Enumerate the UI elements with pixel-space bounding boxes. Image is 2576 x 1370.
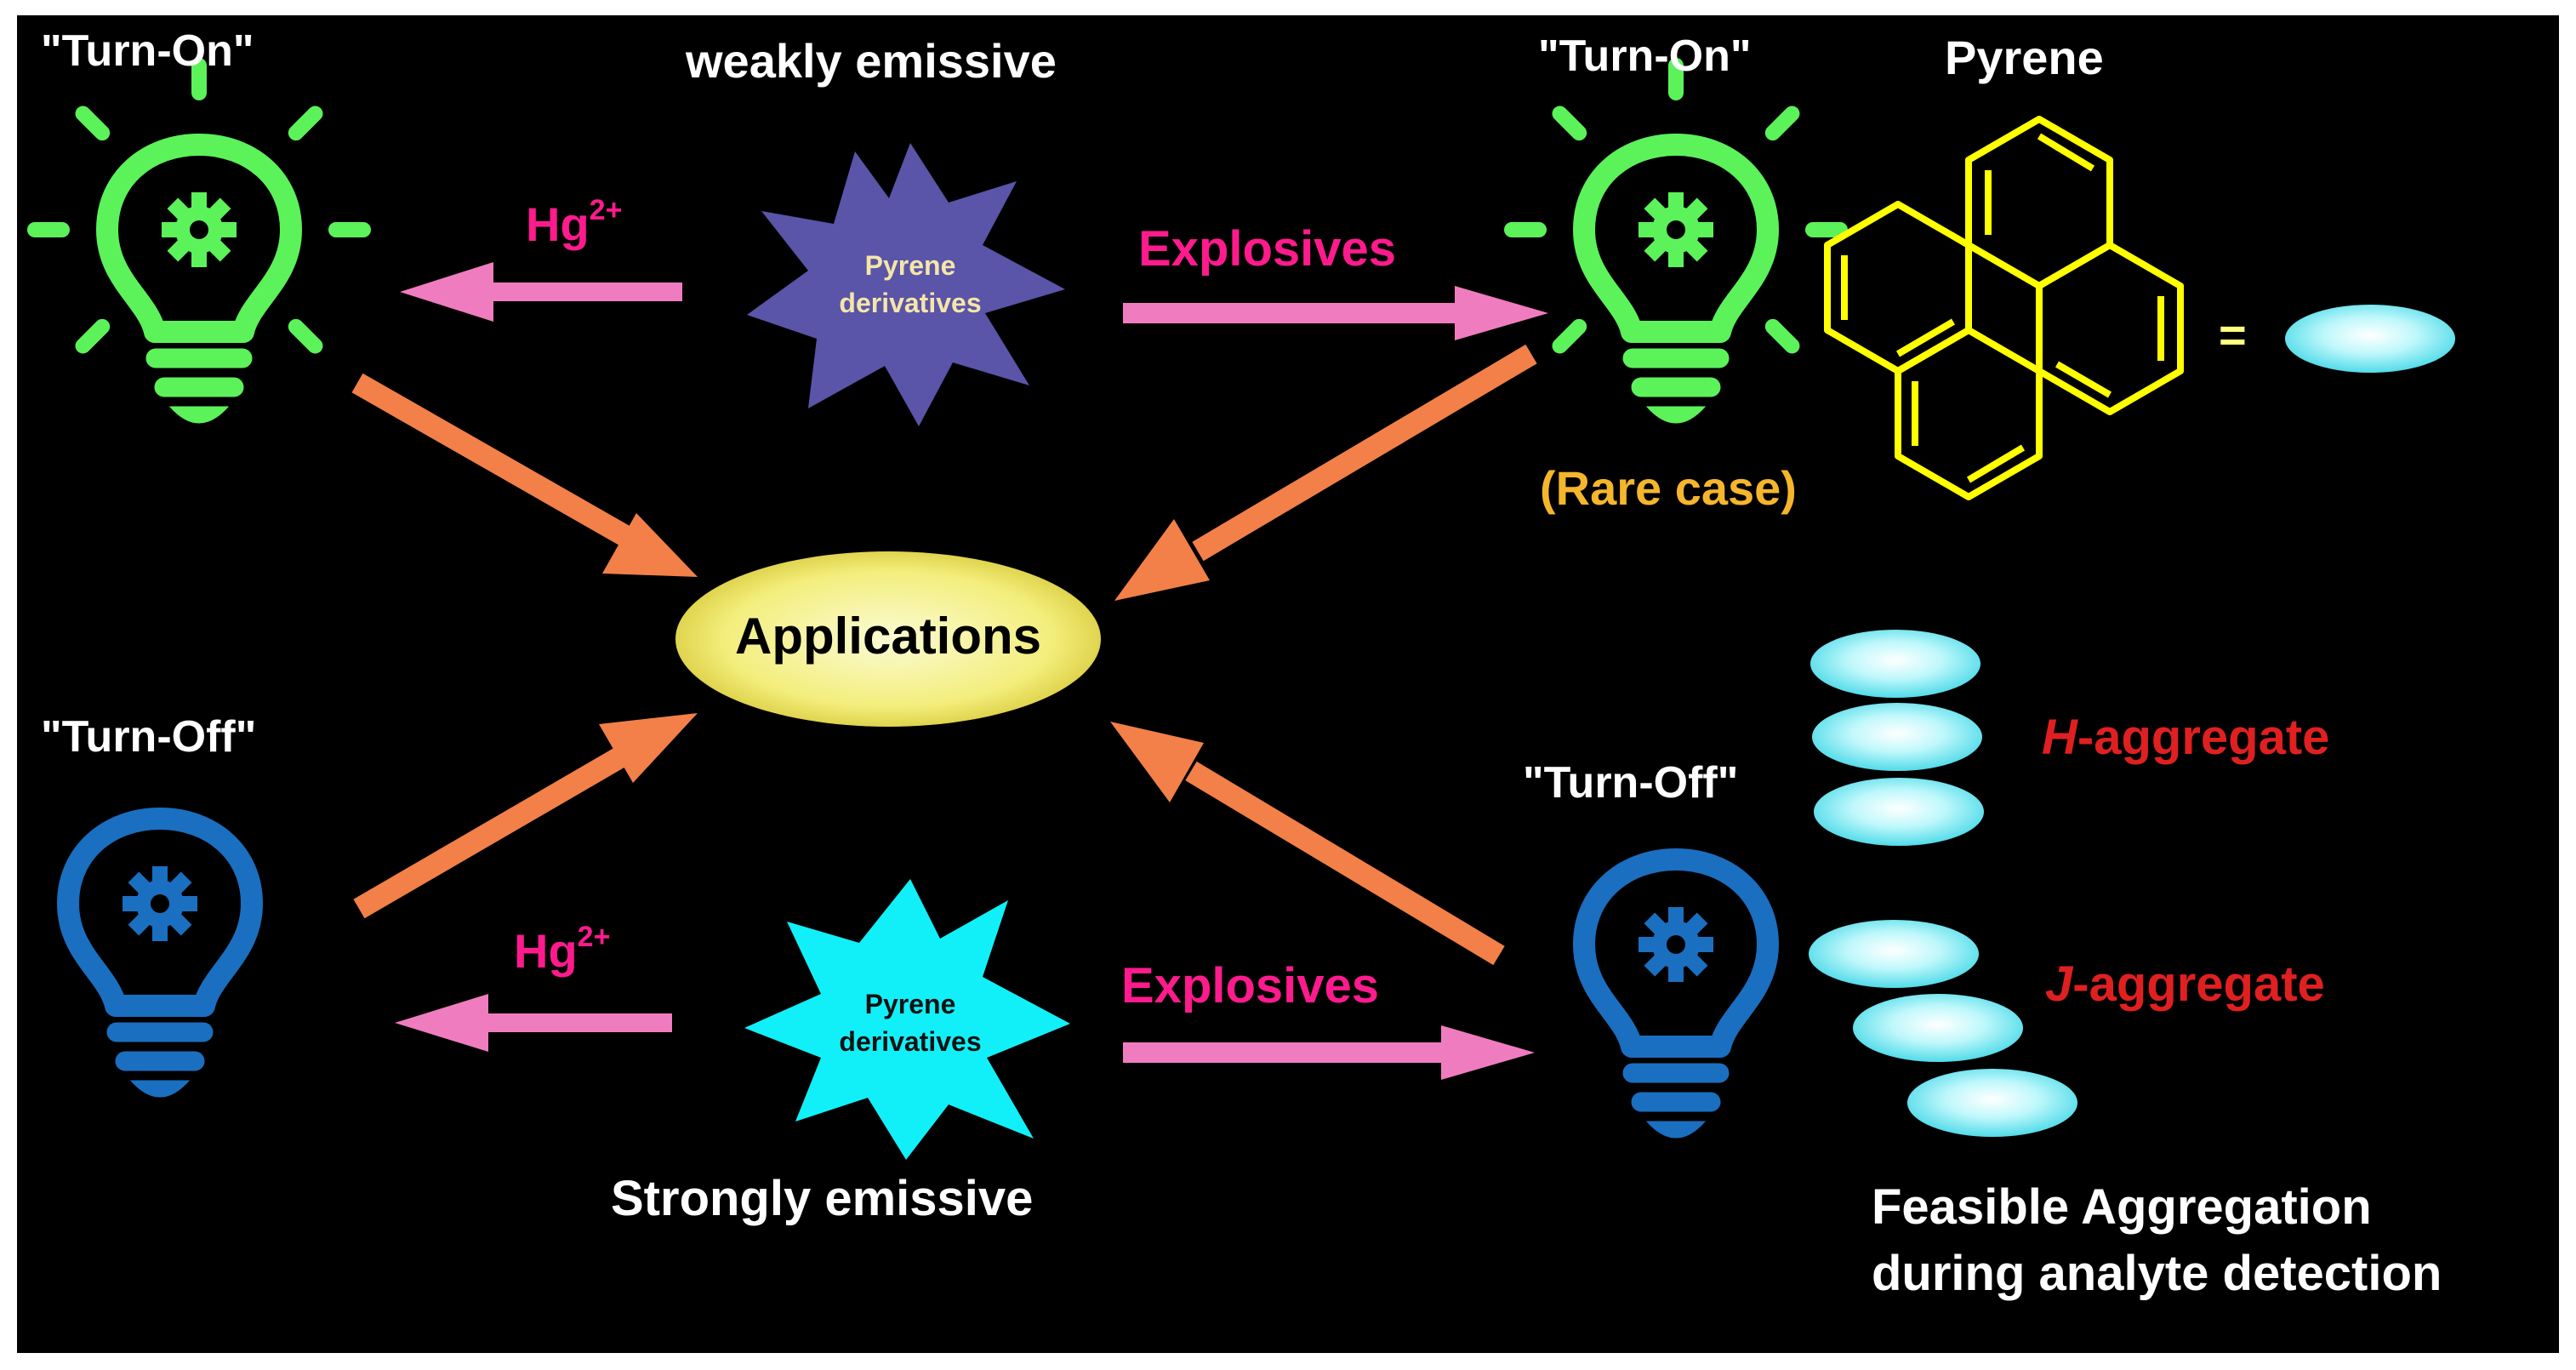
pyrene-ellipses	[1809, 305, 2455, 1137]
h-aggregate-label: H-aggregate	[2042, 713, 2329, 762]
pyrene-title-label: Pyrene	[1945, 31, 2104, 84]
equals-sign: =	[2219, 308, 2247, 362]
hg-bottom-base: Hg	[514, 924, 578, 978]
h-aggregate-ellipse-3	[1814, 778, 1984, 846]
pyrene-derivatives-strong-label: Pyrene derivatives	[783, 985, 1038, 1060]
pyrene-derivatives-strong-line2: derivatives	[839, 1026, 982, 1057]
turn-on-right-label: "Turn-On"	[1538, 31, 1752, 81]
pink-arrows	[395, 262, 1548, 1080]
turn-on-bulb-left-icon	[27, 58, 371, 423]
turn-off-right-label: "Turn-Off"	[1523, 758, 1739, 808]
hg-top-sup: 2+	[589, 194, 623, 226]
hg-arrow-bottom-shaft	[476, 1013, 672, 1032]
j-aggregate-label: J-aggregate	[2045, 960, 2325, 1009]
h-aggregate-italic: H	[2042, 710, 2077, 765]
diagram-graphics	[27, 58, 2455, 1160]
feasible-line2: during analyte detection	[1872, 1246, 2442, 1301]
pyrene-derivatives-weak-line2: derivatives	[839, 288, 982, 318]
feasible-line1: Feasible Aggregation	[1872, 1179, 2372, 1235]
h-aggregate-ellipse-1	[1810, 630, 1980, 698]
hg-bottom-label: Hg2+	[514, 922, 610, 975]
applications-ellipse	[675, 551, 1101, 727]
explosives-top-label: Explosives	[1138, 221, 1397, 277]
explosives-arrow-top-shaft	[1123, 303, 1463, 323]
j-aggregate-ellipse-2	[1853, 994, 2023, 1062]
h-aggregate-suffix: -aggregate	[2077, 710, 2330, 765]
strong-starburst-icon	[744, 879, 1070, 1160]
pyrene-derivatives-weak-line1: Pyrene	[864, 250, 956, 281]
pyrene-derivatives-strong-line1: Pyrene	[864, 989, 956, 1019]
turn-off-left-label: "Turn-Off"	[41, 712, 257, 762]
turn-off-bulb-left-icon	[68, 819, 252, 1097]
j-aggregate-ellipse-1	[1809, 920, 1979, 988]
pyrene-unit-ellipse	[2285, 305, 2455, 373]
explosives-bottom-label: Explosives	[1121, 958, 1380, 1013]
weak-starburst-icon	[747, 143, 1065, 426]
j-aggregate-ellipse-3	[1907, 1069, 2077, 1137]
hg-top-label: Hg2+	[526, 196, 622, 248]
turn-on-bulb-right-icon	[1504, 58, 1848, 423]
hg-arrow-top-shaft	[485, 283, 682, 301]
hg-arrow-top-head	[400, 262, 493, 322]
applications-label: Applications	[734, 608, 1042, 665]
feasible-aggregation-label: Feasible Aggregation during analyte dete…	[1872, 1174, 2442, 1307]
weakly-emissive-label: weakly emissive	[686, 34, 1057, 88]
pyrene-derivatives-weak-label: Pyrene derivatives	[783, 247, 1038, 322]
j-aggregate-italic: J	[2045, 956, 2073, 1012]
strongly-emissive-label: Strongly emissive	[611, 1171, 1034, 1226]
turn-on-left-label: "Turn-On"	[41, 26, 254, 76]
rare-case-label: (Rare case)	[1540, 461, 1797, 515]
hg-arrow-bottom-head	[395, 994, 488, 1052]
hg-bottom-sup: 2+	[577, 921, 611, 953]
explosives-arrow-bottom-shaft	[1123, 1042, 1446, 1063]
pyrene-structure-icon	[1824, 116, 2184, 500]
explosives-arrow-bottom-head	[1441, 1025, 1535, 1080]
diagram-canvas: "Turn-On" weakly emissive "Turn-On" Pyre…	[17, 15, 2559, 1353]
hg-top-base: Hg	[526, 197, 590, 251]
turn-off-bulb-right-icon	[1584, 859, 1768, 1138]
orange-arrows	[351, 344, 1537, 966]
explosives-arrow-top-head	[1455, 286, 1548, 340]
j-aggregate-suffix: -aggregate	[2072, 956, 2325, 1012]
h-aggregate-ellipse-2	[1812, 703, 1982, 771]
